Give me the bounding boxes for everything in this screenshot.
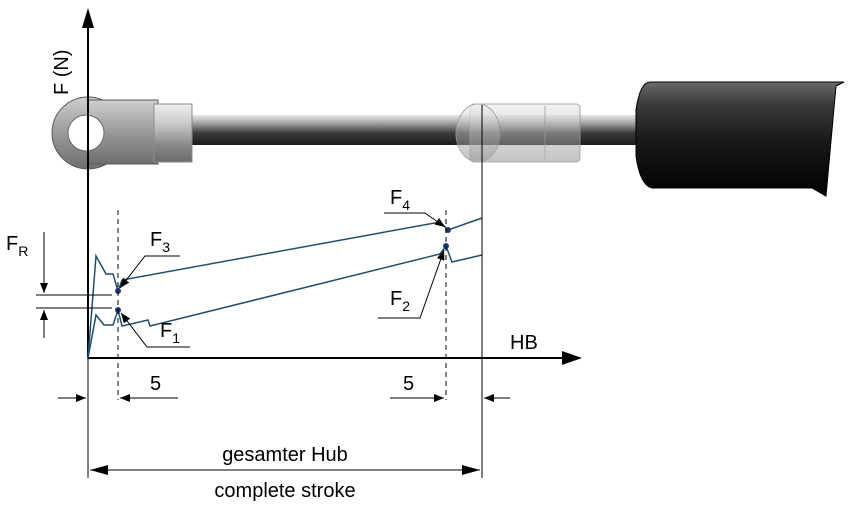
left-offset-value: 5 xyxy=(150,373,161,395)
gas-spring-illustration xyxy=(51,81,845,197)
cylinder-body xyxy=(635,81,845,197)
label-fr: FR xyxy=(6,233,28,259)
right-offset-value: 5 xyxy=(403,373,414,395)
reference-lines xyxy=(117,210,447,400)
x-axis-arrowhead xyxy=(562,351,582,365)
eye-end-fitting xyxy=(51,96,159,170)
label-f4: F4 xyxy=(390,187,410,213)
leader-lines xyxy=(119,212,446,348)
fr-dimension xyxy=(36,232,112,338)
compression-curve xyxy=(87,217,483,359)
extension-curve xyxy=(87,244,483,359)
y-axis-arrowhead xyxy=(82,8,94,28)
stroke-label-en: complete stroke xyxy=(214,480,355,502)
label-f2: F2 xyxy=(390,288,410,314)
x-axis-label: HB xyxy=(510,332,538,354)
y-axis-label: F (N) xyxy=(51,49,73,95)
label-fr-sub: R xyxy=(18,243,28,259)
stroke-dimension xyxy=(90,465,480,475)
label-f3-sub: 3 xyxy=(162,239,170,255)
rod-sleeve xyxy=(153,103,193,163)
label-f1: F1 xyxy=(160,320,180,346)
eye-hole xyxy=(67,114,105,152)
label-f2-sub: 2 xyxy=(402,298,410,314)
ghost-end-fitting xyxy=(455,103,581,163)
force-curves xyxy=(87,217,483,359)
label-f3: F3 xyxy=(150,229,170,255)
stroke-label-de: gesamter Hub xyxy=(222,444,348,466)
label-f4-sub: 4 xyxy=(402,197,410,213)
axes xyxy=(82,8,582,365)
label-f1-sub: 1 xyxy=(172,330,180,346)
